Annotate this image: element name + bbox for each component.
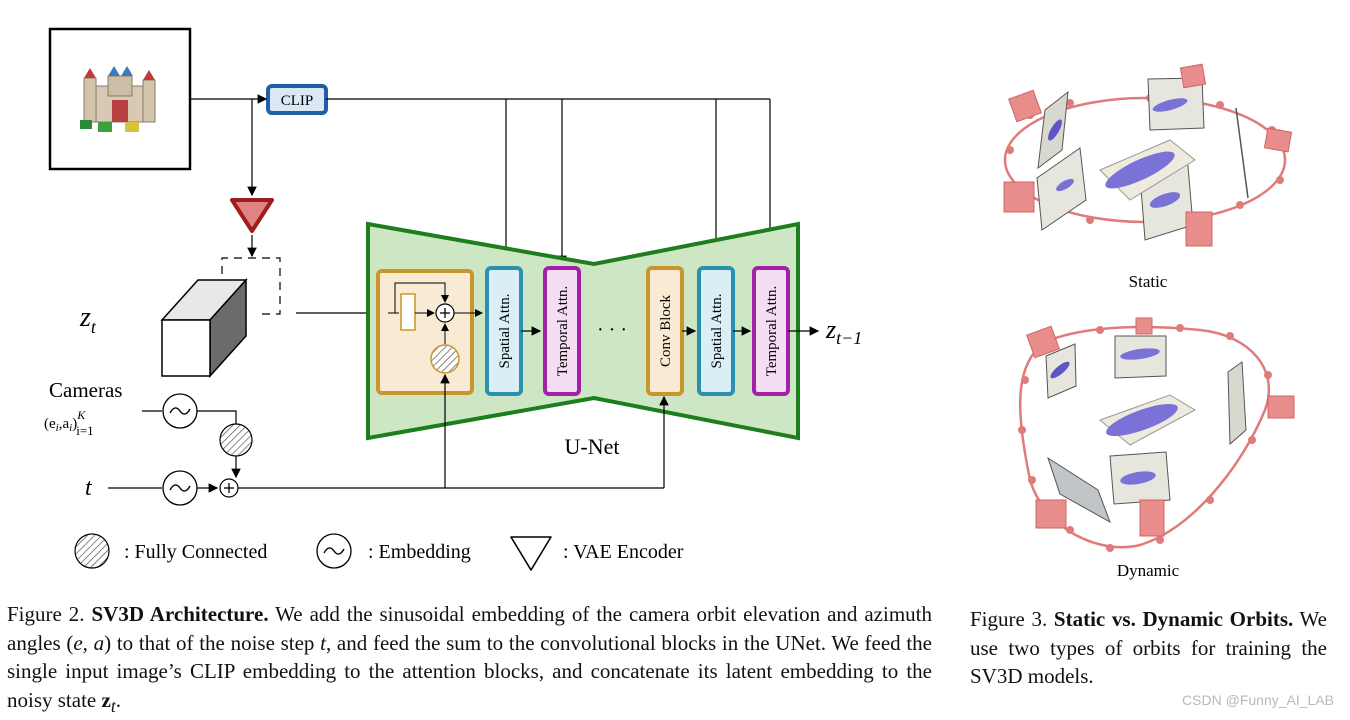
castle-icon <box>80 66 156 132</box>
unet-shape <box>366 221 800 441</box>
ellipsis: · · · <box>597 319 627 341</box>
spatial-attn-block-2: Spatial Attn. <box>697 266 735 396</box>
fc-icon-camera <box>219 423 253 457</box>
legend-vae-encoder: : VAE Encoder <box>563 541 684 563</box>
figure3-caption: Figure 3. Static vs. Dynamic Orbits. We … <box>970 607 1327 688</box>
legend-embedding: : Embedding <box>368 541 471 563</box>
unet-label: U-Net <box>565 434 620 459</box>
conv-block: Conv Block <box>646 266 684 396</box>
dynamic-label: Dynamic <box>1117 561 1180 580</box>
figure2-diagram: CLIP zt U-Net Spatial <box>44 27 862 571</box>
clip-label: CLIP <box>281 93 314 109</box>
svg-text:Spatial Attn.: Spatial Attn. <box>709 294 725 369</box>
spatial-attn-block-1: Spatial Attn. <box>485 266 523 396</box>
watermark: CSDN @Funny_AI_LAB <box>1182 692 1334 708</box>
dynamic-orbit <box>1018 317 1295 552</box>
svg-text:Spatial Attn.: Spatial Attn. <box>497 294 513 369</box>
input-image <box>48 27 192 171</box>
svg-text:Conv Block: Conv Block <box>658 294 674 367</box>
legend: : Fully Connected : Embedding : VAE Enco… <box>74 533 684 571</box>
fully-connected-icon <box>74 533 110 569</box>
static-label: Static <box>1129 272 1168 291</box>
legend-fully-connected: : Fully Connected <box>124 541 267 563</box>
t-label: t <box>85 475 93 501</box>
vae-legend-icon <box>510 536 552 571</box>
figure3-diagram: Static Dynamic <box>1003 63 1295 580</box>
latent-cube <box>160 257 281 378</box>
res-block <box>376 269 483 395</box>
temporal-attn-block-1: Temporal Attn. <box>543 266 581 396</box>
svg-text:Temporal Attn.: Temporal Attn. <box>555 286 571 377</box>
figure2-caption: Figure 2. SV3D Architecture. We add the … <box>7 602 933 716</box>
temporal-attn-block-2: Temporal Attn. <box>752 266 790 396</box>
svg-text:Temporal Attn.: Temporal Attn. <box>764 286 780 377</box>
vae-encoder-icon <box>230 198 274 233</box>
zt-label: zt <box>79 302 97 337</box>
clip-block: CLIP <box>266 84 328 115</box>
static-orbit <box>1003 63 1293 247</box>
zt1-label: zt−1 <box>825 315 862 348</box>
cameras-label: Cameras <box>49 378 122 402</box>
